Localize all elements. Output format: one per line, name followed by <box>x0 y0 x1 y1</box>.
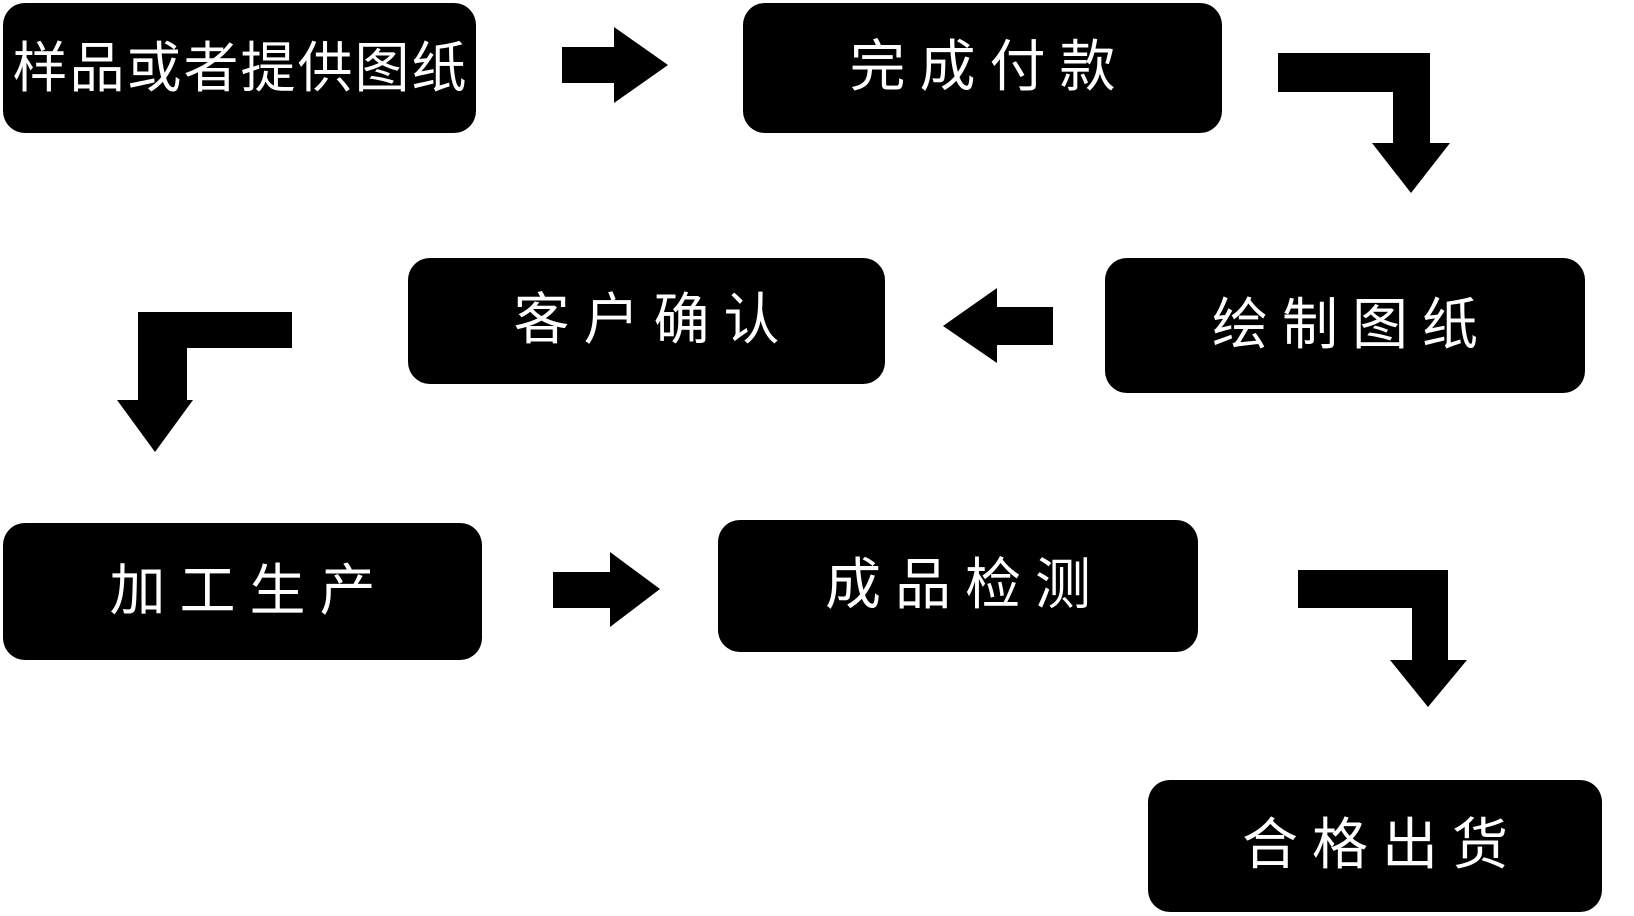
flow-node-qualified-shipment: 合格出货 <box>1148 780 1602 912</box>
flow-node-complete-payment: 完成付款 <box>743 3 1222 133</box>
flow-node-finished-product-inspection: 成品检测 <box>718 520 1198 652</box>
flow-node-label: 加工生产 <box>109 558 390 624</box>
elbow-down-arrow-icon <box>1298 570 1467 707</box>
right-arrow-icon <box>553 552 660 627</box>
flow-node-processing-production: 加工生产 <box>3 523 482 660</box>
flow-node-label: 完成付款 <box>849 35 1130 100</box>
flow-node-label: 绘制图纸 <box>1212 292 1492 358</box>
elbow-down-arrow-icon <box>1278 53 1450 193</box>
flow-node-label: 合格出货 <box>1242 813 1522 878</box>
right-arrow-icon <box>562 27 668 103</box>
flow-node-customer-confirmation: 客户确认 <box>408 258 885 384</box>
flow-node-sample-or-provide-drawings: 样品或者提供图纸 <box>3 3 476 133</box>
flow-node-label: 成品检测 <box>825 553 1105 618</box>
flow-node-label: 客户确认 <box>513 288 794 353</box>
elbow-down-arrow-icon <box>117 312 292 452</box>
flow-node-label: 样品或者提供图纸 <box>12 35 469 100</box>
left-arrow-icon <box>943 288 1053 363</box>
flow-node-draw-drawings: 绘制图纸 <box>1105 258 1585 393</box>
